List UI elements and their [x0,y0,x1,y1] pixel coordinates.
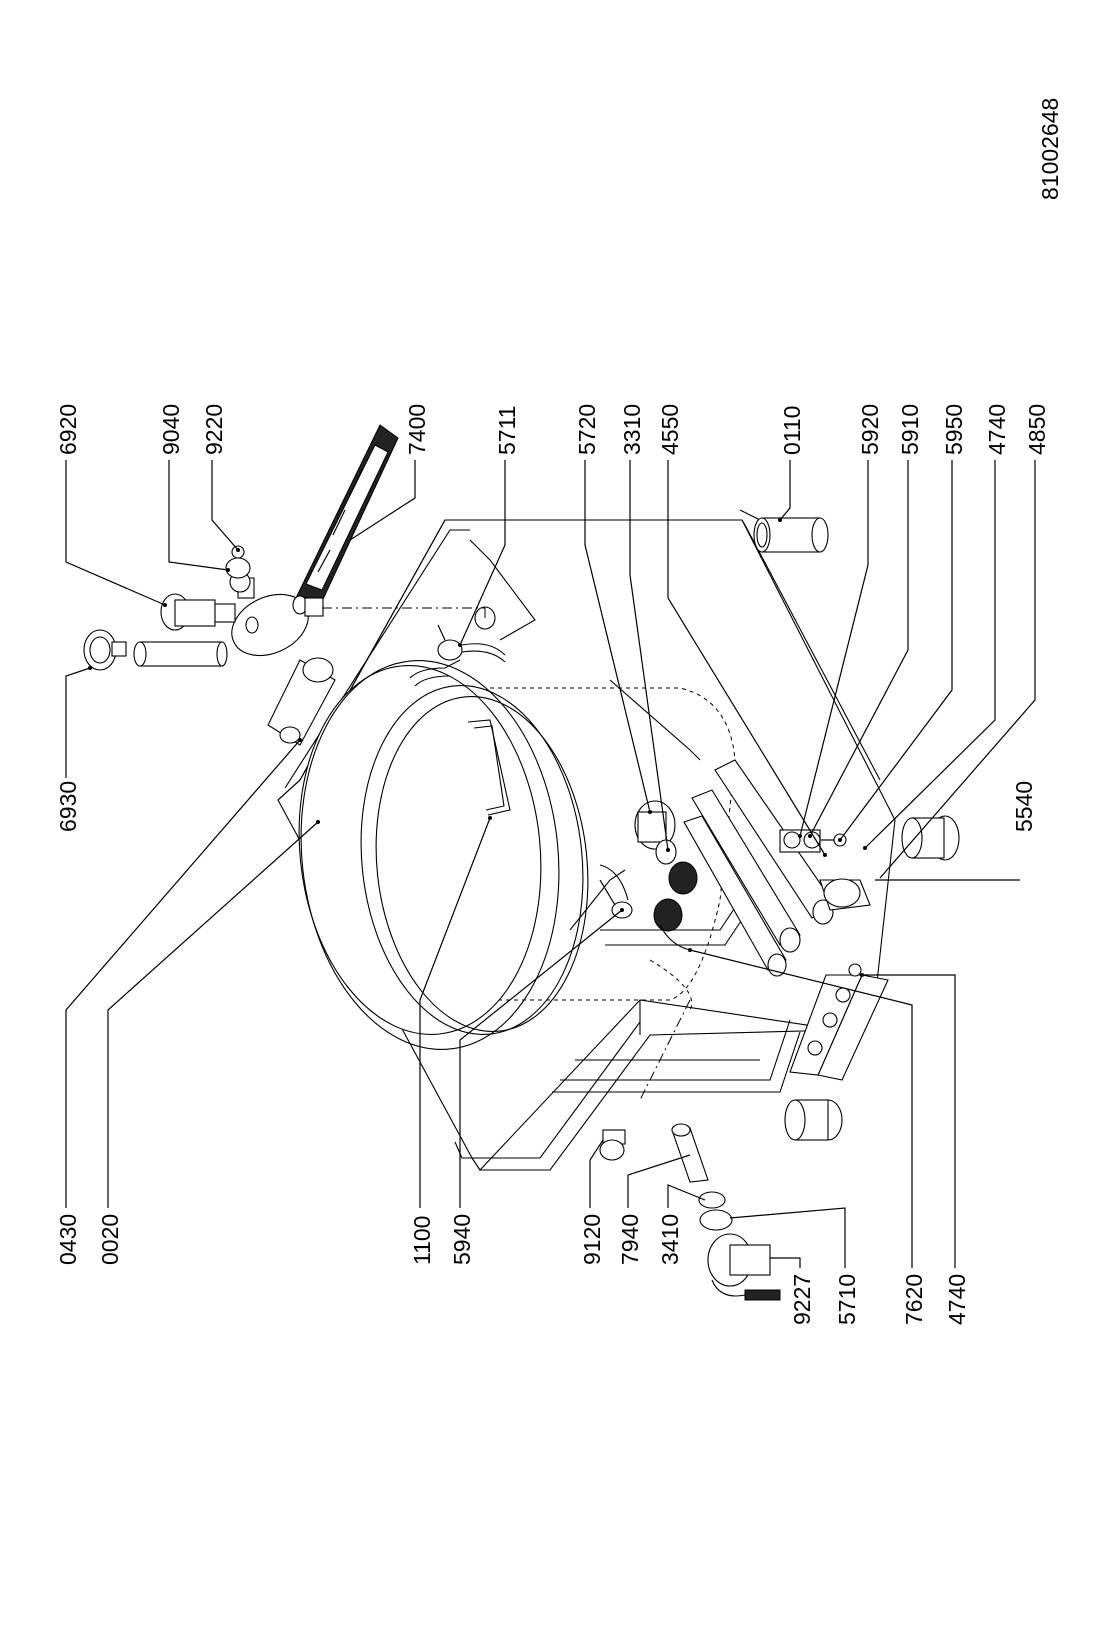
part-label: 3410 [657,1214,683,1265]
part-label: 3310 [619,404,645,455]
inner-vessel-outline [440,687,736,1011]
part-label: 5540 [1011,781,1037,832]
part-label: 5910 [897,404,923,455]
part-label: 5940 [449,1214,475,1265]
leader-lines [65,460,1036,1268]
part-0430-bracket [267,657,336,746]
part-label: 4850 [1024,404,1050,455]
part-label: 7620 [901,1274,927,1325]
part-label: 7940 [617,1214,643,1265]
part-label: 1100 [409,1216,435,1265]
part-label: 0430 [55,1214,81,1265]
part-label: 9227 [789,1274,815,1325]
part-drain-assembly [599,1123,781,1301]
part-gas-rail [789,963,889,1081]
part-label: 9120 [579,1214,605,1265]
part-label: 6930 [55,781,81,832]
part-labels-bottom: 0430 0020 1100 5940 9120 7940 3410 9227 … [55,1214,970,1325]
part-labels-top: 6920 9040 9220 7400 5711 5720 3310 4550 … [55,404,1050,455]
part-label: 4550 [657,404,683,455]
part-valve-cluster [83,545,324,671]
part-7400-grate [294,424,399,611]
part-label: 5710 [834,1274,860,1325]
part-label: 0020 [97,1214,123,1265]
part-labels-right: 5540 [1011,781,1037,832]
part-label: 7400 [404,404,430,455]
part-burner-tubes [683,759,836,977]
document-number: 81002648 [1037,98,1063,200]
part-label: 5950 [941,404,967,455]
part-label: 9220 [201,404,227,455]
part-5720-valve [599,800,677,901]
part-label: 5920 [857,404,883,455]
part-burners [653,861,698,951]
part-5711-valve [437,624,506,663]
part-label: 4740 [984,404,1010,455]
alignment-line-bottom [639,999,691,1101]
part-labels-left: 6930 [55,781,81,832]
part-0110-sleeve [753,517,829,553]
part-label: 9040 [158,404,184,455]
part-label: 5711 [494,406,520,455]
leader-dots [88,518,867,977]
part-5540-box [819,878,871,911]
part-label: 6920 [55,404,81,455]
part-label: 4740 [944,1274,970,1325]
part-label: 5720 [574,404,600,455]
kettle-lid [298,659,589,1050]
part-label: 0110 [779,406,805,455]
